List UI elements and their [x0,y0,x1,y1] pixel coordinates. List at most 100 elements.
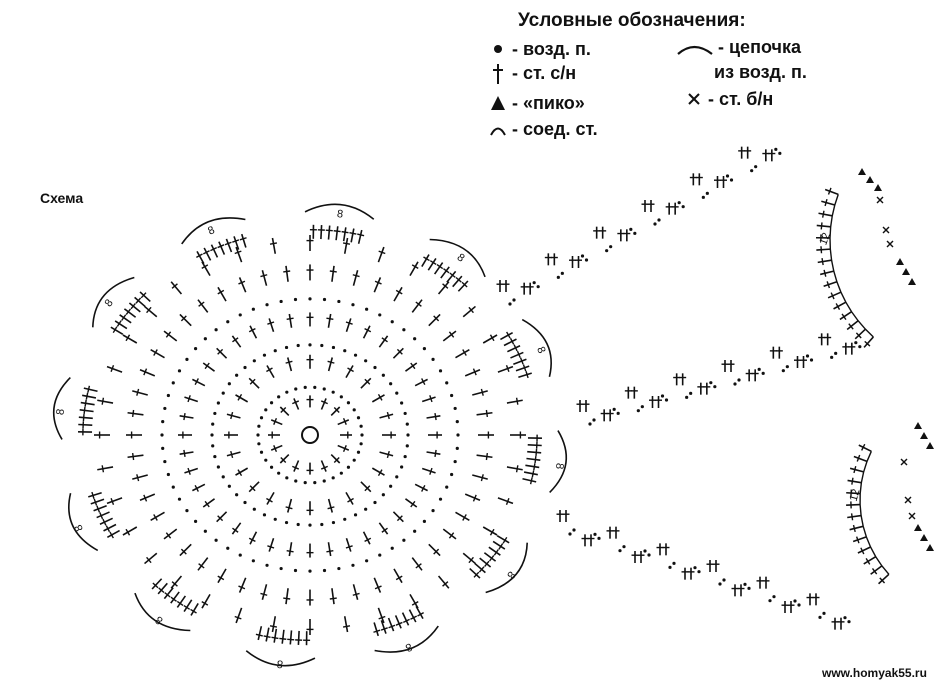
double-crochet-stitch [433,262,444,275]
chain-stitch-dot [364,507,368,511]
double-crochet-crossbar [279,637,287,640]
double-crochet-stitch [179,415,194,419]
chain-stitch-dot [772,595,776,599]
double-crochet-crossbar [429,260,437,266]
double-crochet-stitch [330,406,341,417]
double-crochet-crossbar [443,268,450,274]
double-crochet-stitch [442,330,457,342]
double-crochet-stitch [226,451,241,457]
double-crochet-crossbar [267,545,275,549]
double-crochet-crossbar [102,518,107,526]
double-crochet-stitch [464,368,481,377]
double-crochet-crossbar [183,449,186,457]
chain-stitch-dot [213,454,217,459]
chain-stitch-dot [294,387,298,391]
double-crochet-stitch [327,225,331,240]
chain-stitch-dot [768,599,772,603]
double-crochet-stitch [281,629,285,644]
chain-stitch-dot [313,481,317,485]
chain-stitch-dot [351,563,355,567]
double-crochet-stitch [455,511,470,521]
double-crochet-stitch [163,528,178,540]
chain-stitch-dot [171,485,175,489]
double-crochet-stitch [414,483,428,492]
chain-stitch-dot [322,479,326,483]
double-crochet-stitch [240,233,247,248]
double-crochet-stitch [446,270,457,283]
chain-stitch-dot [264,458,268,462]
single-crochet-stitch [876,196,884,204]
double-crochet-stitch [266,365,275,379]
double-crochet-stitch [78,423,93,426]
double-crochet-crossbar [333,230,341,233]
chain-stitch-dot [556,275,560,279]
chain-stitch-dot [265,303,269,307]
double-crochet-stitch [279,453,290,464]
double-crochet-stitch [455,349,470,359]
double-crochet-stitch [127,454,144,459]
double-crochet-stitch [327,313,332,328]
schema-label: Схема [40,190,84,206]
double-crochet-crossbar [329,597,337,600]
double-crochet-stitch [114,320,128,330]
double-crochet-crossbar [110,497,115,506]
double-crochet-crossbar [381,527,388,533]
chain-stitch-dot [450,472,454,477]
cross-icon [684,88,708,110]
double-crochet-stitch [411,299,423,313]
chain-stitch-dot [616,411,620,415]
double-crochet-stitch [409,261,419,277]
double-crochet-stitch [270,444,283,451]
chain-stitch-dot [331,390,335,394]
chain-stitch-dot [697,570,701,574]
double-crochet-crossbar [396,515,403,522]
double-crochet-crossbar [347,367,354,373]
double-crochet-crossbar [364,378,371,385]
double-crochet-crossbar [380,627,388,631]
chain-stitch-dot [339,395,343,399]
double-crochet-stitch [373,577,382,593]
double-crochet-stitch [216,347,228,359]
double-crochet-crossbar [248,537,256,543]
chain-edge-curve [829,194,874,338]
double-crochet-stitch [210,244,219,258]
double-crochet-crossbar [820,222,823,230]
double-crochet-crossbar [217,575,225,581]
double-crochet-stitch [265,627,270,642]
double-crochet-crossbar [248,327,256,333]
double-crochet-stitch [421,254,430,267]
double-crochet-crossbar [260,274,268,278]
double-crochet-stitch [853,455,868,463]
double-crochet-crossbar [515,465,519,473]
chain-stitch-dot [395,475,399,479]
double-crochet-crossbar [187,395,191,403]
double-crochet-stitch [379,413,394,419]
double-crochet-crossbar [433,548,440,555]
double-crochet-stitch [393,568,403,584]
double-crochet-stitch [343,237,349,254]
chain-stitch-dot [320,522,324,527]
double-crochet-stitch [271,616,277,633]
chain-stitch-dot [754,165,758,169]
double-crochet-crossbar [468,556,474,564]
chain-stitch-dot [373,500,377,505]
double-crochet-crossbar [130,302,136,310]
chain-stitch-dot [854,341,858,345]
chain-stitch-dot [166,393,170,398]
single-crochet-stitch [886,240,894,248]
picot-triangle [914,524,922,531]
double-crochet-stitch [249,325,258,339]
chain-stitch-dot [593,532,597,536]
chain-stitch-dot [308,297,312,301]
double-crochet-crossbar [238,280,246,285]
double-crochet-crossbar [421,484,426,492]
double-crochet-stitch [197,557,209,571]
loop-count-label: 8 [276,657,284,670]
double-crochet-crossbar [516,350,521,358]
double-crochet-crossbar [234,615,242,620]
double-crochet-stitch [179,451,194,455]
picot-triangle [874,184,882,191]
double-crochet-stitch [225,238,233,253]
chain-stitch-dot [214,538,218,542]
double-crochet-crossbar [153,514,158,521]
